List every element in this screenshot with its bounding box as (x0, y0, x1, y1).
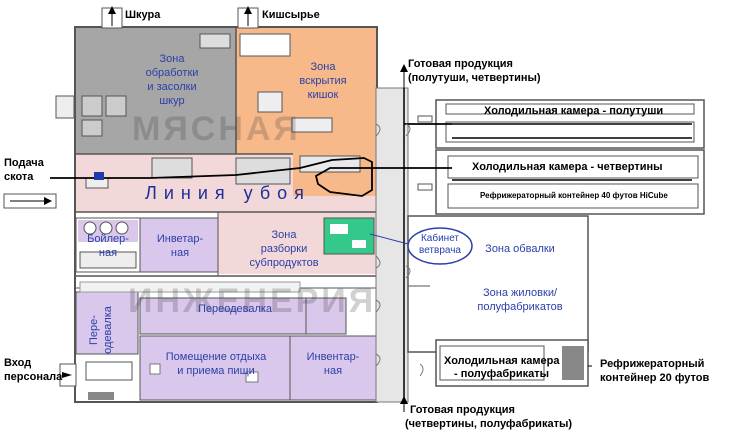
label-finished-top-2: (полутуши, четвертины) (408, 72, 541, 84)
zone-inventory-1: Инветар- ная (156, 233, 204, 259)
zone-inventory-2: Инвентар- ная (306, 351, 360, 377)
zone-skin-processing: Зона обработки и засолки шкур (145, 53, 199, 107)
svg-text:ИНЖЕНЕРИЯ: ИНЖЕНЕРИЯ (128, 282, 376, 320)
reefer-container-40 (447, 183, 699, 209)
watermark: МЯСНАЯ ИНЖЕНЕРИЯ (128, 110, 376, 320)
zone-changing-vertical: Пере- одевалка (88, 306, 114, 354)
label-finished-bottom-1: Готовая продукция (410, 404, 515, 416)
inventory-room-1 (139, 217, 219, 273)
inventory-room-2 (289, 335, 377, 401)
arrow-finished-top (400, 64, 408, 88)
zone-vet: Кабинет ветврача (419, 233, 461, 256)
label-finished-bottom-2: (четвертины, полуфабрикаты) (405, 418, 573, 430)
zone-changing: Переодевалка (197, 303, 273, 315)
label-cattle-2: скота (4, 171, 34, 183)
room-cold-semi-2: - полуфабрикаты (454, 368, 550, 380)
zone-slaughter-line: Линия убоя (145, 183, 311, 203)
arrow-casings-out (237, 6, 259, 29)
svg-text:МЯСНАЯ: МЯСНАЯ (132, 110, 301, 148)
vet-callout (407, 227, 473, 265)
room-cold-half: Холодильная камера - полутуши (484, 105, 664, 117)
reefer-container-20 (562, 346, 584, 380)
zone-gut-opening: Зона вскрытия кишок (299, 61, 347, 101)
conveyor-line (50, 157, 404, 197)
zone-offal: Зона разборки субпродуктов (249, 229, 319, 269)
zone-boiler: Бойлер- ная (87, 233, 129, 259)
arrow-finished-bottom (400, 396, 408, 412)
zone-rest: Помещение отдыха и приема пищи (165, 351, 267, 377)
changing-room-2 (139, 297, 307, 335)
label-reefer20-2: контейнер 20 футов (600, 372, 710, 384)
zone-skin-processing-area (76, 28, 236, 154)
label-finished-top-1: Готовая продукция (408, 58, 513, 70)
label-staff-2: персонала (4, 371, 63, 383)
arrow-staff-in (59, 363, 77, 387)
label-reefer20-1: Рефрижераторный (600, 358, 705, 370)
room-cold-quarter: Холодильная камера - четвертины (472, 161, 663, 173)
zone-trimming: Зона жиловки/ полуфабрикатов (477, 287, 563, 313)
room-reefer40: Рефрижераторный контейнер 40 футов HiCub… (480, 191, 668, 200)
label-staff-1: Вход (4, 357, 32, 369)
label-cattle-1: Подача (4, 157, 44, 169)
rest-room (139, 335, 291, 401)
changing-room-1 (75, 291, 139, 355)
room-cold-semi-1: Холодильная камера (444, 355, 560, 367)
zone-deboning: Зона обвалки (485, 243, 555, 255)
label-skins: Шкура (125, 9, 161, 21)
arrow-skins-out (101, 6, 123, 29)
label-casings-raw: Кишсырье (262, 9, 320, 21)
corridor (375, 87, 409, 403)
arrow-cattle-in (3, 193, 57, 209)
